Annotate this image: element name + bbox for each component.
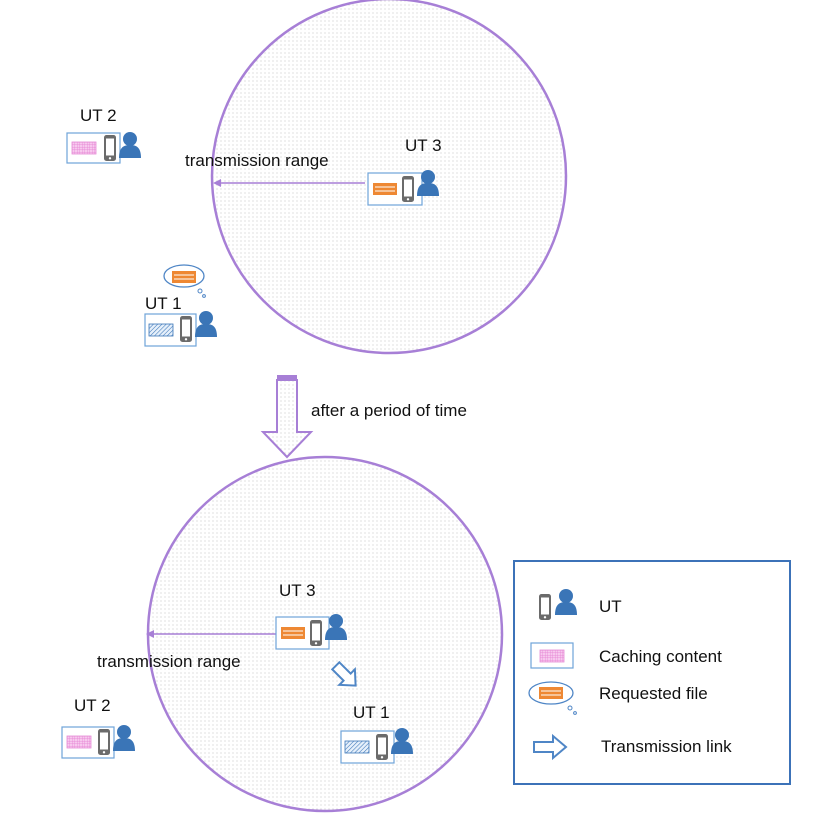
legend: UT Caching content Requested file Transm… <box>513 560 791 785</box>
bottom-range-label: transmission range <box>97 652 241 671</box>
top-range-label: transmission range <box>185 151 329 170</box>
user-icon <box>113 725 135 751</box>
bottom-ut2-label: UT 2 <box>74 696 111 715</box>
user-icon <box>119 132 141 158</box>
transition-label: after a period of time <box>311 401 467 420</box>
requested-file-cloud <box>163 264 206 298</box>
file-icon <box>344 740 370 754</box>
legend-requested-label: Requested file <box>599 684 708 703</box>
caching-content-icon <box>71 141 97 155</box>
file-icon <box>280 626 306 640</box>
top-ut3 <box>367 170 439 206</box>
transmission-link-arrow <box>330 660 357 687</box>
bottom-ut3 <box>275 614 347 650</box>
caching-content-icon <box>66 735 92 749</box>
bottom-ut1 <box>340 728 413 764</box>
legend-caching-label: Caching content <box>599 647 722 666</box>
legend-ut-label: UT <box>599 597 622 616</box>
file-icon <box>171 270 197 284</box>
top-ut1 <box>144 264 217 347</box>
top-scene: transmission range UT 2 UT 3 <box>66 0 568 355</box>
top-ut2-label: UT 2 <box>80 106 117 125</box>
transition-arrow <box>260 375 314 459</box>
legend-link-icon <box>533 733 568 761</box>
top-ut2 <box>66 132 141 164</box>
phone-icon <box>104 135 116 161</box>
legend-caching-icon <box>530 642 574 669</box>
phone-icon <box>98 729 110 755</box>
user-icon <box>195 311 217 337</box>
top-ut1-label: UT 1 <box>145 294 182 313</box>
legend-requested-file-icon <box>528 681 577 715</box>
bottom-ut3-label: UT 3 <box>279 581 316 600</box>
top-range-arrow <box>213 179 365 187</box>
phone-icon <box>310 620 322 646</box>
phone-icon <box>376 734 388 760</box>
file-icon <box>372 182 398 196</box>
bottom-range-arrow <box>146 630 276 638</box>
top-ut3-label: UT 3 <box>405 136 442 155</box>
file-icon <box>148 323 174 337</box>
bottom-ut2 <box>61 725 135 759</box>
phone-icon <box>402 176 414 202</box>
bottom-ut1-label: UT 1 <box>353 703 390 722</box>
legend-link-label: Transmission link <box>601 737 732 756</box>
phone-icon <box>180 316 192 342</box>
bottom-scene: transmission range UT 3 UT 1 UT 2 <box>61 455 504 813</box>
